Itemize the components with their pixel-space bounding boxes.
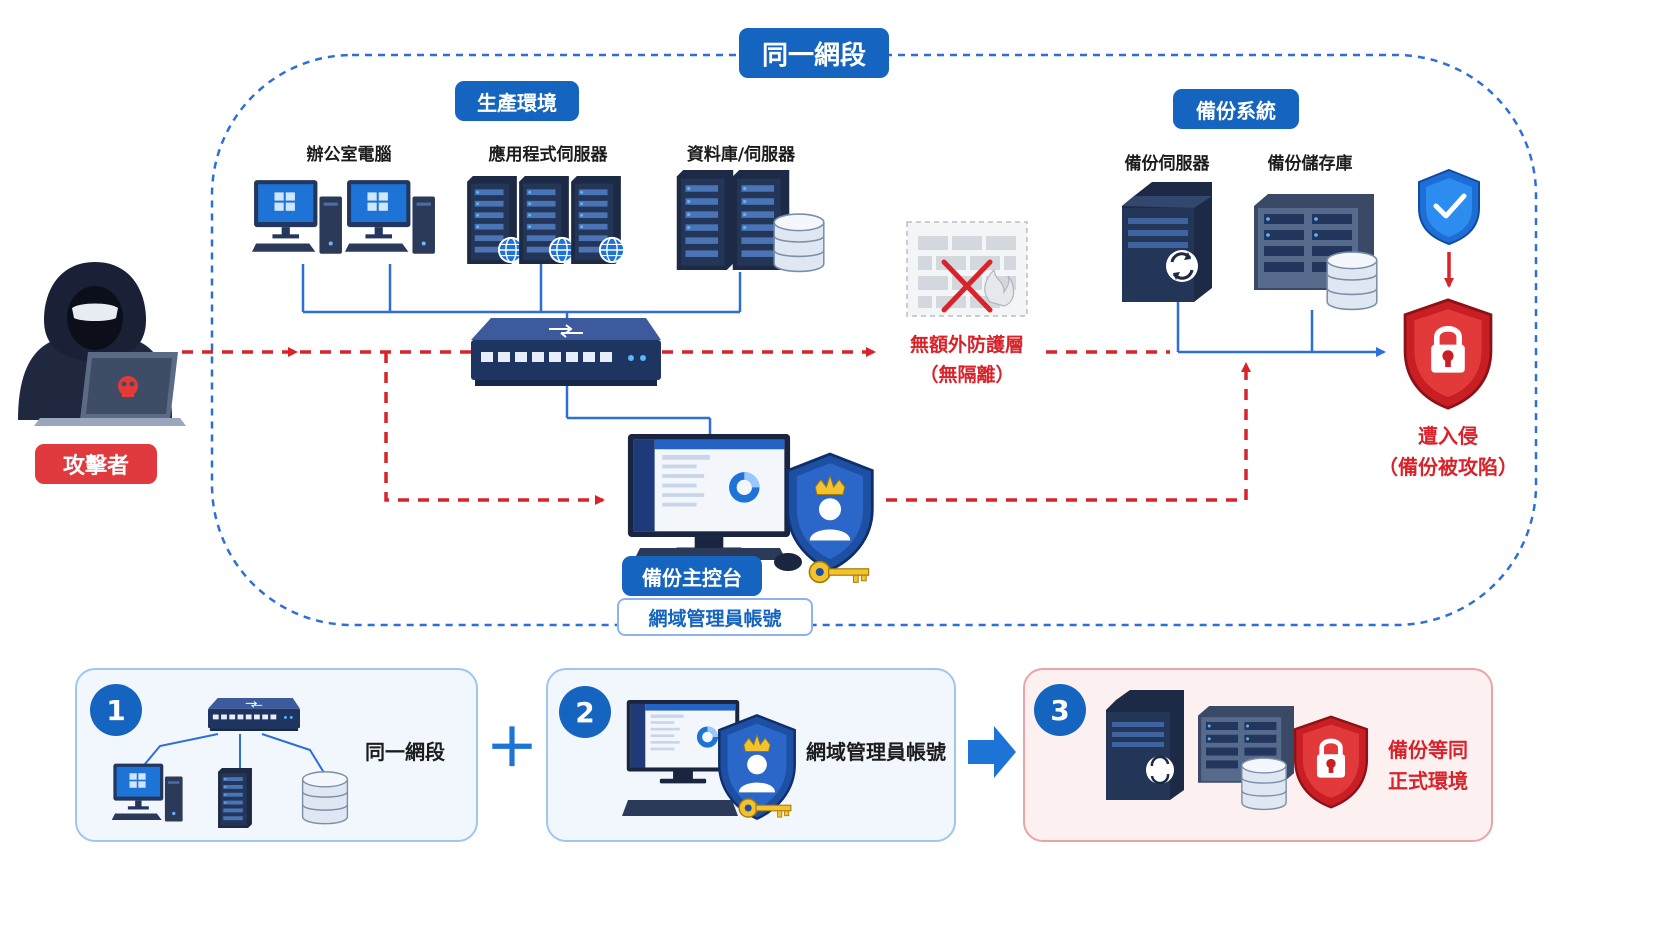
red-lock-shield-icon [1405,300,1491,408]
backup-storage-icon [1254,194,1378,311]
attacker-label: 攻擊者 [35,444,157,484]
step-1-badge: 1 [90,684,142,736]
firewall-label-line2: （無隔離） [919,364,1015,386]
zone-title: 同一網段 [739,28,889,78]
backup-console-title: 備份主控台 [622,556,762,596]
step-3-text-line2: 正式環境 [1388,769,1468,793]
step-1-text: 同一網段 [365,740,445,764]
backup-server-icon [1122,182,1212,302]
step-2-badge: 2 [559,686,611,738]
network-segment-boundary [210,53,1538,627]
plus-operator-icon: ＋ [486,719,538,779]
production-wiring [301,264,742,436]
office-pc-1 [252,180,342,254]
network-switch-icon [470,318,662,388]
backup-wiring [1176,302,1314,354]
backup-system-title: 備份系統 [1173,89,1299,129]
step-3-badge: 3 [1034,684,1086,736]
backup-server-label: 備份伺服器 [1124,154,1210,174]
domain-admin-account-label: 網域管理員帳號 [617,598,813,636]
step-3-text-line1: 備份等同 [1388,738,1468,762]
hacker-icon [18,262,186,426]
database-server-icon [676,170,825,273]
arrow-operator-icon [968,726,1016,778]
production-title: 生產環境 [455,81,579,121]
office-pc-2 [345,180,435,254]
group-label-app-server: 應用程式伺服器 [488,145,608,165]
compromised-label-line1: 遭入侵 [1418,424,1478,448]
broken-firewall-icon [906,221,1028,317]
security-check-shield-icon [1418,168,1480,246]
group-label-office-pc: 辦公室電腦 [306,145,392,165]
backup-storage-label: 備份儲存庫 [1267,154,1353,174]
web-server-rack-2 [519,176,576,264]
step-2-text: 網域管理員帳號 [806,740,946,764]
attack-paths [182,347,1251,505]
group-label-database: 資料庫/伺服器 [686,145,796,165]
firewall-label-line1: 無額外防護層 [909,334,1025,356]
compromised-label-line2: （備份被攻陷） [1378,455,1518,479]
backup-console-monitor-icon [627,434,802,571]
web-server-rack-3 [571,176,626,264]
web-server-rack-1 [467,176,525,264]
